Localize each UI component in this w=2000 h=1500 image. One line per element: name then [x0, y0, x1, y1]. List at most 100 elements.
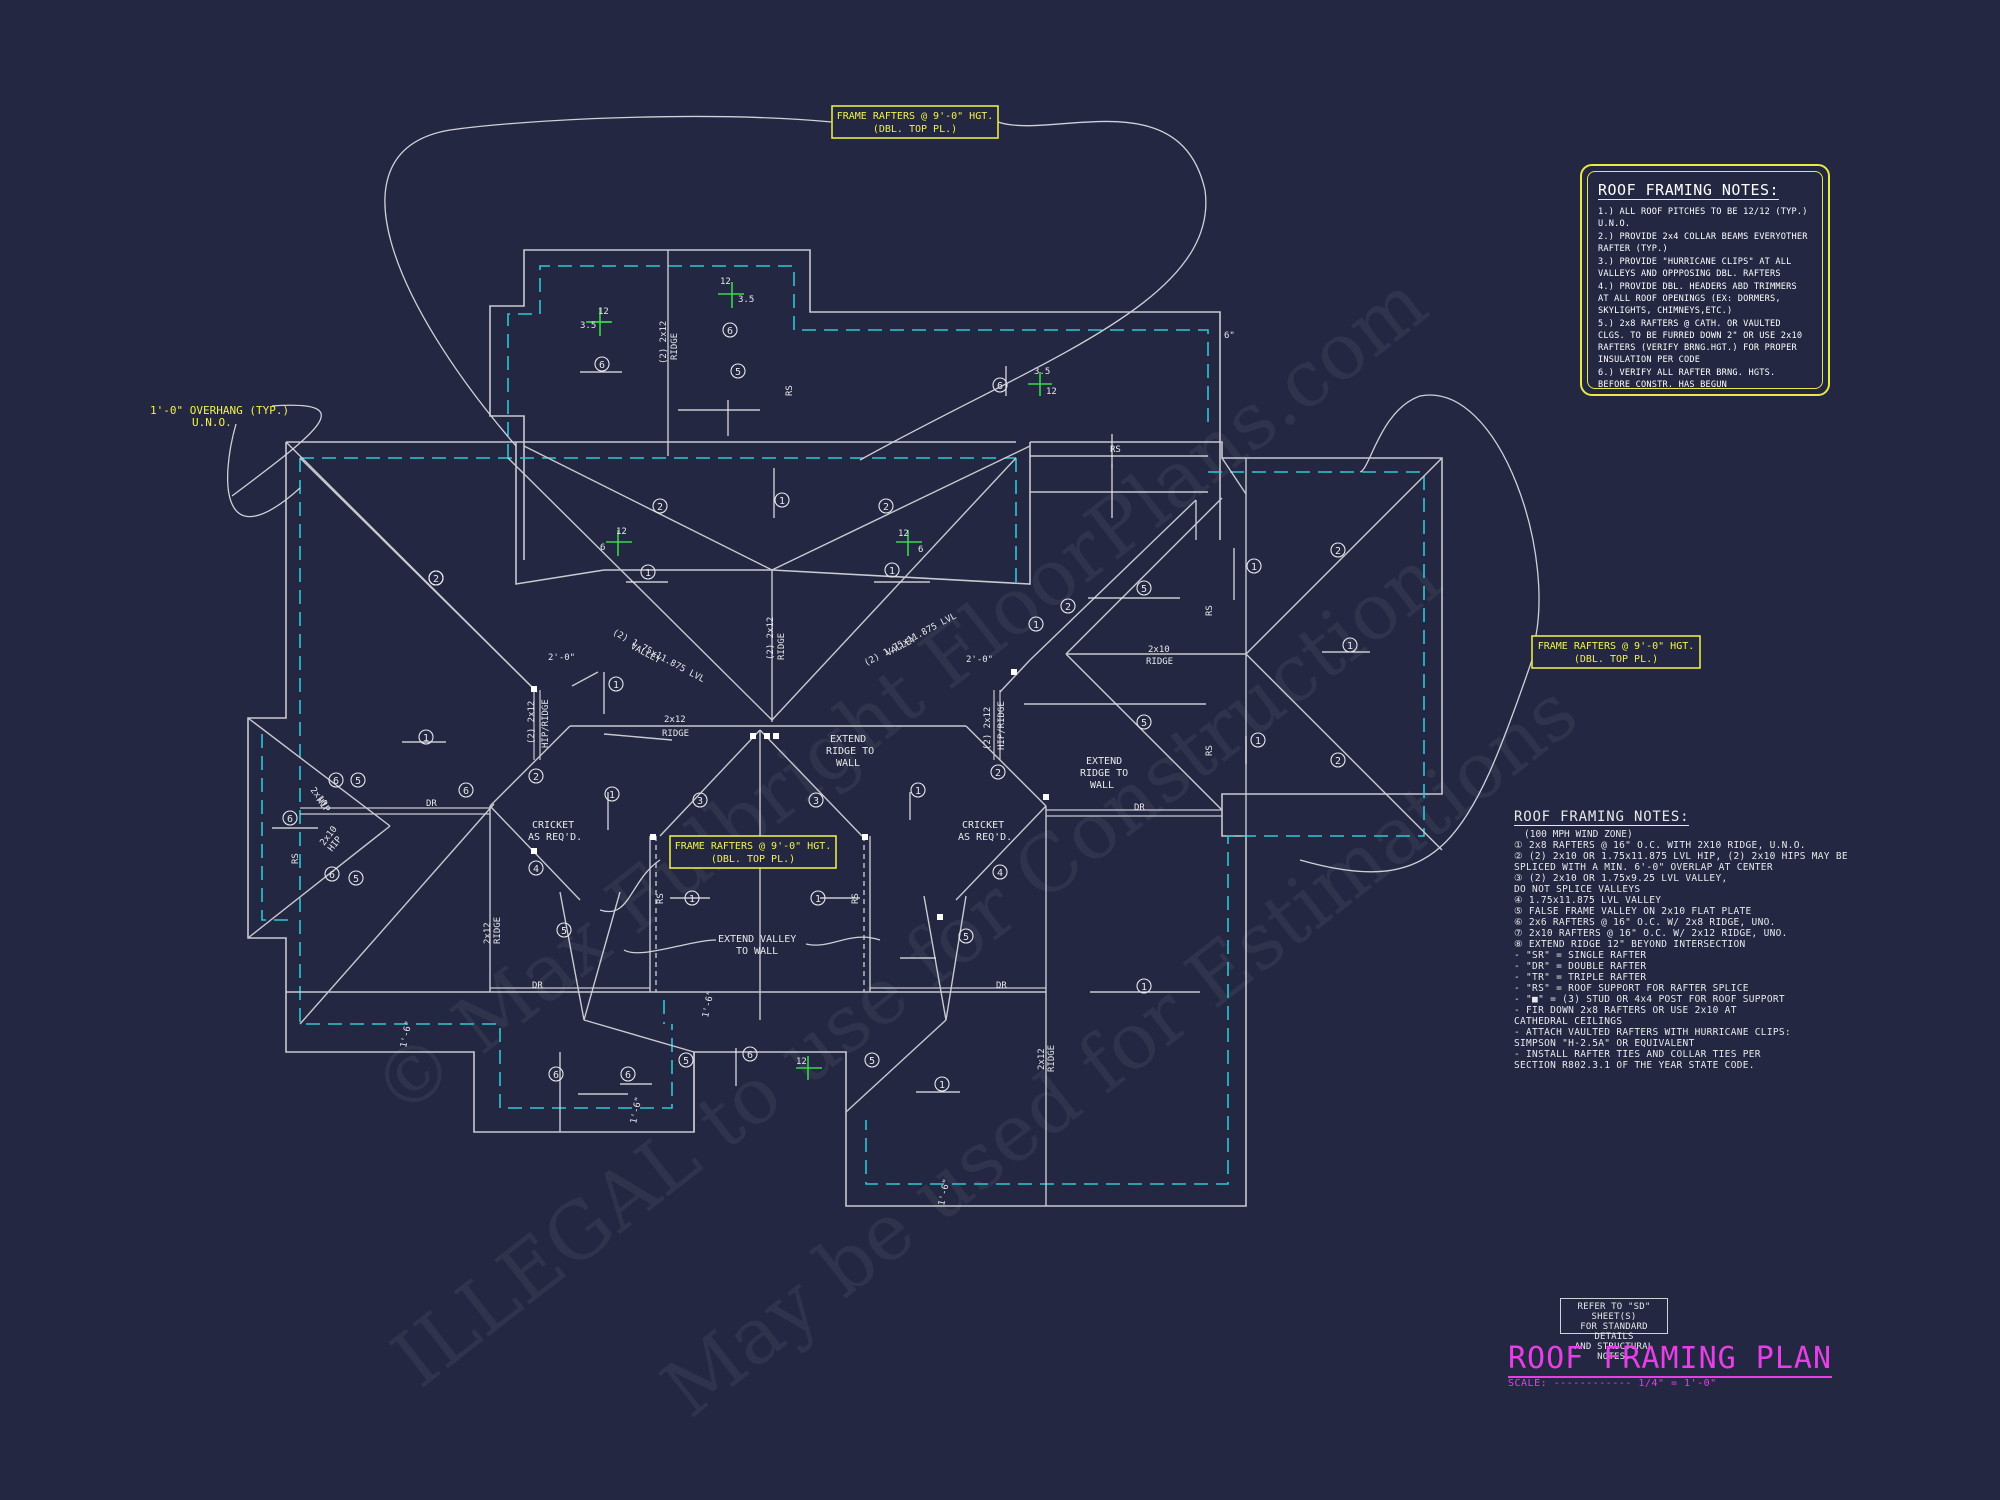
ridge-label: RIDGE	[1146, 657, 1173, 667]
svg-text:6: 6	[599, 360, 605, 371]
legend-title: ROOF FRAMING NOTES:	[1514, 809, 1690, 826]
legend-item: - "DR" = DOUBLE RAFTER	[1514, 961, 1647, 972]
note-item: 1.) ALL ROOF PITCHES TO BE 12/12 (TYP.) …	[1598, 207, 1808, 229]
ridge-size-label: 2x12	[483, 922, 493, 944]
svg-text:2: 2	[657, 502, 663, 513]
frame-rafters-callout: FRAME RAFTERS @ 9'-0" HGT.	[1538, 641, 1695, 652]
dimension-label: 1'-6"	[701, 990, 716, 1019]
svg-text:1: 1	[889, 566, 895, 577]
svg-text:6: 6	[287, 814, 293, 825]
roof-support-label: RS	[851, 893, 861, 904]
svg-text:1: 1	[613, 680, 619, 691]
pitch-label: 12	[720, 277, 731, 287]
svg-text:1: 1	[645, 568, 651, 579]
extend-ridge-note: EXTEND	[1086, 756, 1122, 767]
svg-text:5: 5	[1141, 718, 1147, 729]
double-rafter-label: DR	[996, 981, 1007, 991]
pitch-label: 12	[898, 529, 909, 539]
svg-text:3: 3	[813, 796, 819, 807]
svg-text:6: 6	[625, 1070, 631, 1081]
refer-line: FOR STANDARD DETAILS	[1580, 1322, 1648, 1342]
svg-text:1: 1	[1347, 641, 1353, 652]
svg-text:6: 6	[329, 870, 335, 881]
cricket-note: AS REQ'D.	[958, 832, 1012, 843]
pitch-label: 12	[598, 307, 609, 317]
roof-support-label: RS	[1205, 605, 1215, 616]
svg-text:5: 5	[869, 1056, 875, 1067]
dimension-label: 6"	[1224, 331, 1235, 341]
frame-rafters-callout: (DBL. TOP PL.)	[711, 854, 795, 865]
frame-rafters-callout: (DBL. TOP PL.)	[873, 124, 957, 135]
svg-text:5: 5	[963, 932, 969, 943]
plan-title: ROOF FRAMING PLAN	[1508, 1341, 1833, 1378]
framing-members	[247, 250, 1443, 1206]
hip-ridge-label: HIP/RIDGE	[541, 699, 551, 748]
legend-item: ⑧ EXTEND RIDGE 12" BEYOND INTERSECTION	[1514, 939, 1746, 950]
svg-text:3: 3	[697, 796, 703, 807]
extend-ridge-note: EXTEND	[830, 734, 866, 745]
pitch-label: 6	[918, 545, 923, 555]
svg-text:1: 1	[423, 733, 429, 744]
legend-item: ④ 1.75x11.875 LVL VALLEY	[1514, 895, 1662, 906]
roof-support-label: RS	[1110, 445, 1121, 455]
note-item: 4.) PROVIDE DBL. HEADERS ABD TRIMMERS AT…	[1598, 282, 1797, 316]
roof-framing-notes-inner: ROOF FRAMING NOTES: 1.) ALL ROOF PITCHES…	[1587, 171, 1823, 390]
roof-support-label: RS	[656, 893, 666, 904]
overhang-callout: 1'-0" OVERHANG (TYP.)	[150, 404, 289, 417]
svg-text:5: 5	[561, 926, 567, 937]
pitch-label: 3.5	[738, 295, 754, 305]
legend-item: ② (2) 2x10 OR 1.75x11.875 LVL HIP, (2) 2…	[1514, 851, 1848, 862]
ridge-label: RIDGE	[493, 917, 503, 944]
svg-text:6: 6	[553, 1070, 559, 1081]
hip-label: HIP	[314, 796, 332, 815]
ridge-size-label: 2x10	[1148, 645, 1170, 655]
legend-item: SPLICED WITH A MIN. 6'-0" OVERLAP AT CEN…	[1514, 862, 1773, 873]
ridge-label: RIDGE	[1047, 1045, 1057, 1072]
svg-text:2: 2	[1335, 546, 1341, 557]
legend-item: DO NOT SPLICE VALLEYS	[1514, 884, 1641, 895]
svg-text:2: 2	[533, 772, 539, 783]
svg-text:2: 2	[995, 768, 1001, 779]
legend-item: - INSTALL RAFTER TIES AND COLLAR TIES PE…	[1514, 1049, 1761, 1060]
rafter-arrows	[272, 366, 1370, 1095]
plan-scale: SCALE: ------------ 1/4" = 1'-0"	[1508, 1378, 1717, 1389]
roof-outline	[247, 249, 1443, 1207]
ridge-label: RIDGE	[777, 633, 787, 660]
svg-text:1: 1	[915, 786, 921, 797]
svg-text:1: 1	[1251, 562, 1257, 573]
ridge-label: RIDGE	[670, 333, 680, 360]
watermark: © Max Fulbright FloorPlans.com ILLEGAL t…	[356, 258, 1594, 1435]
hip-ridge-label: HIP/RIDGE	[997, 701, 1007, 750]
roof-framing-notes-panel: ROOF FRAMING NOTES: 1.) ALL ROOF PITCHES…	[1580, 164, 1830, 396]
ridge-label: RIDGE	[662, 729, 689, 739]
note-item: 2.) PROVIDE 2x4 COLLAR BEAMS EVERYOTHER …	[1598, 232, 1808, 254]
double-rafter-label: DR	[426, 799, 437, 809]
legend-item: - "■" = (3) STUD OR 4x4 POST FOR ROOF SU…	[1514, 994, 1785, 1005]
svg-text:1: 1	[939, 1080, 945, 1091]
legend-item: - "SR" = SINGLE RAFTER	[1514, 950, 1647, 961]
svg-text:6: 6	[727, 326, 733, 337]
extend-ridge-note: RIDGE TO	[826, 746, 874, 757]
extend-ridge-note: RIDGE TO	[1080, 768, 1128, 779]
legend-item: - "TR" = TRIPLE RAFTER	[1514, 972, 1647, 983]
cricket-note: AS REQ'D.	[528, 832, 582, 843]
refer-line: REFER TO "SD" SHEET(S)	[1577, 1302, 1651, 1322]
svg-text:2: 2	[883, 502, 889, 513]
pitch-label: 6	[600, 543, 605, 553]
leader-lines	[226, 115, 1540, 954]
ridge-size-label: (2) 2x12	[659, 321, 669, 364]
svg-text:5: 5	[735, 367, 741, 378]
plate-lines	[261, 265, 1425, 1185]
frame-rafters-callout: FRAME RAFTERS @ 9'-0" HGT.	[837, 111, 994, 122]
legend-item: - FIR DOWN 2x8 RAFTERS OR USE 2x10 AT	[1514, 1005, 1737, 1016]
legend-item: ⑤ FALSE FRAME VALLEY ON 2x10 FLAT PLATE	[1514, 906, 1752, 917]
cricket-note: CRICKET	[532, 820, 574, 831]
svg-text:1: 1	[609, 790, 615, 801]
pitch-label: 12	[1046, 387, 1057, 397]
frame-rafters-callout: FRAME RAFTERS @ 9'-0" HGT.	[675, 841, 832, 852]
svg-text:2: 2	[433, 574, 439, 585]
svg-text:1: 1	[779, 496, 785, 507]
svg-text:6: 6	[747, 1050, 753, 1061]
pitch-label: 3.5	[1034, 367, 1050, 377]
